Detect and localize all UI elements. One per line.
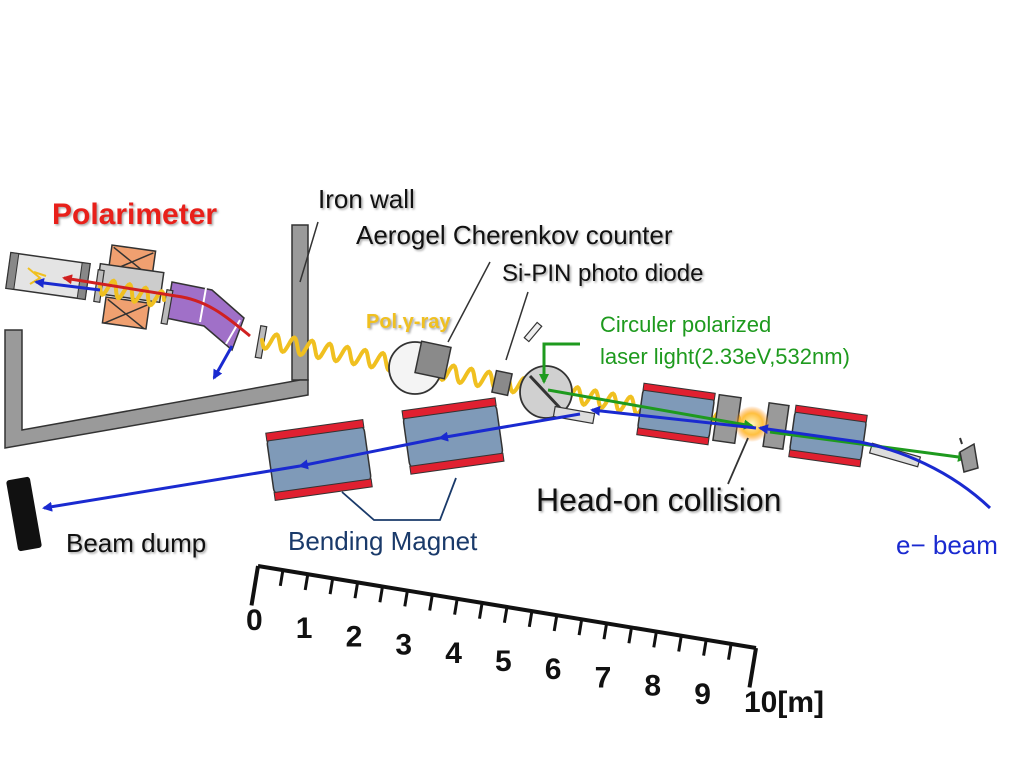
aerogel-label: Aerogel Cherenkov counter [356, 220, 673, 250]
head-on-pointer [727, 437, 749, 485]
scale-label: 4 [445, 637, 462, 670]
collision-magnet-2 [788, 404, 868, 468]
scale-tick [652, 631, 658, 648]
scale-tick [303, 573, 310, 591]
bending-magnet-pointer [341, 477, 457, 521]
scale-label: 0 [246, 604, 263, 637]
scale-tick [527, 610, 534, 628]
laser-label-line2: laser light(2.33eV,532nm) [600, 344, 850, 369]
scale-label: 2 [346, 620, 363, 653]
iron-wall-label: Iron wall [318, 184, 415, 214]
pol-gamma-label: Pol.γ-ray [366, 311, 451, 333]
scale-label: 5 [495, 645, 512, 678]
laser-source [959, 437, 979, 473]
polarimeter-label: Polarimeter [52, 198, 218, 231]
gamma-ray-wave-polarimeter [98, 278, 166, 308]
si-pin-label: Si-PIN photo diode [502, 260, 704, 287]
scale-tick [403, 590, 409, 607]
scale-tick [577, 619, 584, 636]
si-pin-pointer [505, 291, 529, 361]
laser-label-line1: Circuler polarized [600, 312, 772, 337]
polarimeter-detector [5, 251, 91, 301]
mirror-chamber [519, 321, 573, 419]
scale-tick [602, 623, 609, 640]
bending-magnet-label: Bending Magnet [288, 526, 478, 556]
scale-tick [727, 643, 733, 660]
scale-label: 1 [296, 612, 313, 645]
scale-label: 10[m] [744, 686, 824, 719]
scale-tick [627, 627, 633, 644]
scale-tick [428, 594, 434, 611]
scale-label: 3 [395, 629, 412, 662]
electron-beam [34, 278, 992, 512]
scale-tick [478, 602, 484, 619]
polarimeter-beam-red [62, 274, 251, 338]
aerogel-pointer [447, 261, 491, 343]
beam-dump-label: Beam dump [66, 528, 207, 558]
scale-tick [278, 569, 285, 587]
scale-tick [453, 598, 459, 615]
scale-label: 8 [644, 670, 661, 703]
beam-dump-block [6, 476, 42, 552]
e-beam-label: e− beam [896, 530, 998, 560]
scale-tick [702, 639, 708, 656]
aerogel-cherenkov-counter [388, 340, 452, 395]
polarimeter-bend [165, 281, 245, 352]
scale-label: 9 [694, 678, 711, 711]
scale-tick [328, 578, 335, 595]
scale-label: 7 [595, 661, 612, 694]
scale-tick [353, 582, 360, 599]
collision-region-blocks [552, 393, 922, 468]
scale-label: 6 [545, 653, 562, 686]
head-on-label: Head-on collision [536, 482, 782, 518]
si-pin-photodiode [490, 369, 514, 397]
scale-tick [747, 647, 758, 688]
iron-wall-pointer [299, 221, 319, 283]
bending-magnet-1 [265, 418, 373, 502]
scale-tick [677, 635, 683, 652]
scale-tick [378, 586, 384, 603]
scale-tick [552, 614, 559, 632]
scale-tick [249, 565, 260, 606]
scale-tick [502, 606, 509, 624]
